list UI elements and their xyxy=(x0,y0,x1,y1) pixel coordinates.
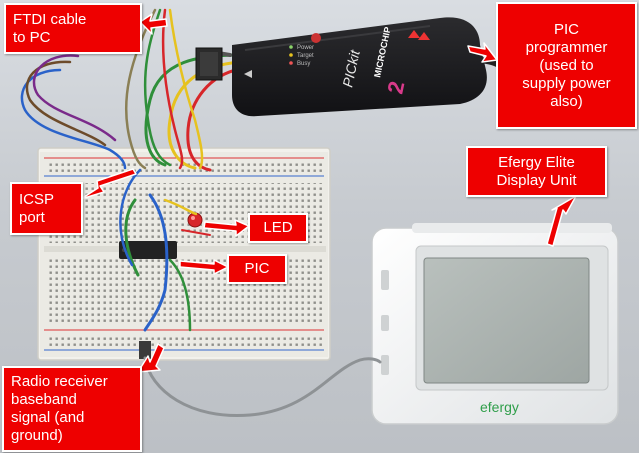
pickit-power-label: Power xyxy=(297,45,314,51)
ftdi-connector xyxy=(195,47,223,81)
microchip-logo-icon xyxy=(408,30,430,40)
led-arrow-icon xyxy=(203,219,250,237)
radio-receiver-callout: Radio receiver baseband signal (and grou… xyxy=(2,366,142,452)
pickit2-programmer: Power Target Busy PICkit 2 MICROCHIP xyxy=(232,17,513,117)
radio-receiver-arrow-icon xyxy=(137,343,165,373)
icsp-arrow-icon xyxy=(80,168,137,200)
pickit-busy-label: Busy xyxy=(297,61,310,67)
efergy-logo-text: efergy xyxy=(480,399,519,415)
radio-receiver-cable xyxy=(139,341,382,418)
led-component xyxy=(187,212,203,228)
pickit-target-label: Target xyxy=(297,53,314,59)
lcd-screen xyxy=(423,257,590,384)
pic-callout: PIC xyxy=(227,254,287,284)
side-button-middle xyxy=(381,315,389,331)
efergy-display-callout: Efergy Elite Display Unit xyxy=(466,146,607,197)
icsp-port-callout: ICSP port xyxy=(10,182,83,235)
callout-arrows xyxy=(80,13,577,373)
ftdi-cable-callout: FTDI cable to PC xyxy=(4,3,142,54)
pin1-arrow-icon xyxy=(244,70,252,78)
efergy-arrow-icon xyxy=(546,195,577,247)
pic-programmer-callout: PIC programmer (used to supply power als… xyxy=(496,2,637,129)
efergy-display-unit: efergy xyxy=(371,223,619,425)
pic-arrow-icon xyxy=(179,259,229,275)
pic-programmer-arrow-icon xyxy=(467,42,498,63)
breadboard-wires xyxy=(119,168,211,332)
led-callout: LED xyxy=(248,213,308,243)
ftdi-arrow-icon xyxy=(139,13,168,35)
side-button-bottom xyxy=(381,355,389,375)
pickit-number-text: 2 xyxy=(382,79,409,96)
pickit-model-text: PICkit xyxy=(339,48,363,89)
side-button-top xyxy=(381,270,389,290)
